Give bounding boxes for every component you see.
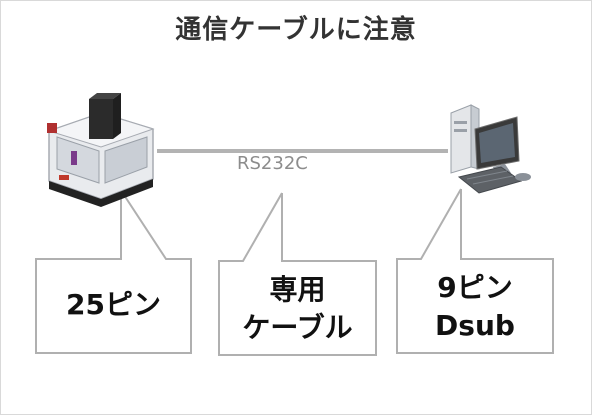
callout-right [396, 188, 554, 354]
callout-right-text: 9ピン Dsub [397, 269, 553, 345]
callout-middle-line1: 専用 [269, 273, 326, 306]
callout-middle-text: 専用 ケーブル [219, 271, 376, 347]
callout-right-line1: 9ピン [437, 271, 513, 304]
callout-middle [218, 192, 377, 356]
callout-left [35, 194, 192, 354]
page-title: 通信ケーブルに注意 [175, 15, 417, 45]
cable-label: RS232C [237, 153, 308, 174]
callout-left-text: 25ピン [66, 288, 161, 321]
desktop-computer-icon [450, 104, 531, 194]
callout-middle-line2: ケーブル [242, 311, 353, 344]
callout-right-line2: Dsub [435, 309, 515, 342]
cnc-machine-icon [47, 93, 155, 207]
